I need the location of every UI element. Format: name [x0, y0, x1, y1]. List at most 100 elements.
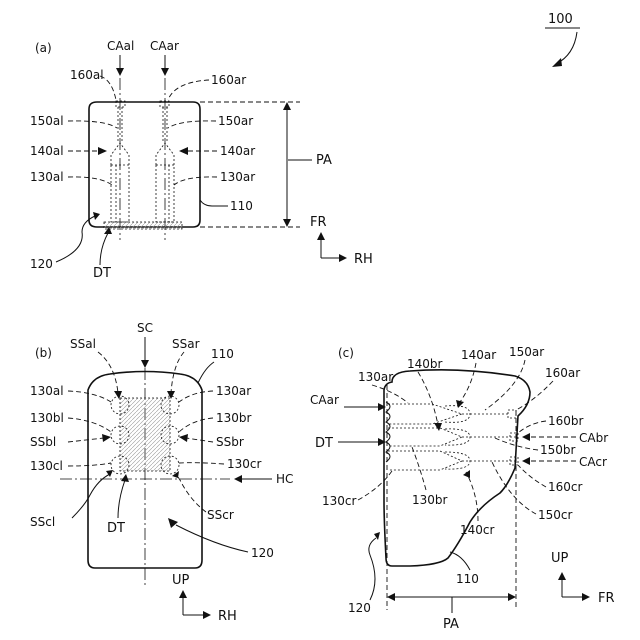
panel-c-nozzle-b — [388, 428, 518, 446]
panel-b-leader-ssbr — [186, 438, 213, 442]
panel-b-label-dt: DT — [107, 521, 125, 536]
panel-c-label-120: 120 — [348, 601, 371, 615]
panel-c-label-130ar: 130ar — [358, 370, 393, 384]
panel-a-dimension-pa-top — [283, 102, 291, 110]
panel-c-axis-label-up: UP — [551, 551, 569, 566]
panel-c-label-cacr: CAcr — [579, 455, 607, 469]
panel-c-axes: UP FR — [551, 551, 615, 606]
panel-a-plate-dt — [104, 222, 182, 229]
panel-a-label-caal: CAal — [107, 39, 134, 53]
panel-a-label-pa: PA — [316, 153, 332, 168]
panel-a-leader-150al — [68, 121, 117, 128]
panel-b-label-ssbl: SSbl — [30, 435, 56, 449]
panel-c-nozzle-c — [388, 451, 518, 470]
panel-a-leader-dt — [100, 233, 108, 265]
panel-a-leader-110 — [200, 200, 228, 206]
panel-b-arrowhead-surface — [168, 518, 178, 528]
panel-b-leader-110 — [198, 362, 214, 383]
panel-a-arrowhead-caal — [116, 68, 124, 76]
panel-c-label-140cr: 140cr — [460, 523, 495, 537]
panel-a-leader-150ar — [168, 121, 216, 128]
panel-c-leader-110 — [450, 552, 470, 570]
panel-b-axes: UP RH — [172, 573, 237, 624]
panel-c-label-150ar: 150ar — [509, 345, 544, 359]
panel-b-arrowhead-hc — [234, 475, 242, 483]
panel-c-label-pa: PA — [443, 617, 459, 632]
panel-c-dimension-pa-left — [387, 593, 395, 601]
panel-b-axis-label-rh: RH — [218, 609, 237, 624]
panel-a-label-130al: 130al — [30, 170, 64, 184]
panel-b-arrowhead-dt — [121, 474, 129, 482]
panel-b-axis-label-up: UP — [172, 573, 190, 588]
panel-c-label-160cr: 160cr — [548, 480, 583, 494]
panel-a-arrowhead-140ar — [179, 147, 188, 155]
panel-a-label-dt: DT — [93, 266, 111, 281]
panel-c-label-130br: 130br — [412, 493, 448, 507]
panel-c-leader-140ar — [460, 363, 476, 402]
panel-a-label-150al: 150al — [30, 114, 64, 128]
panel-a-label-160ar: 160ar — [211, 73, 246, 87]
panel-c-leader-130br — [412, 447, 426, 490]
panel-a-label-caar: CAar — [150, 39, 179, 53]
panel-b-leader-ssbl — [68, 438, 104, 442]
panel-a-axis-label-fr: FR — [310, 215, 327, 230]
panel-b-leader-dt — [118, 480, 125, 518]
panel-b-leader-130ar — [179, 391, 213, 402]
panel-c-label-caar: CAar — [310, 393, 339, 407]
panel-b-leader-130br — [179, 418, 213, 432]
panel-c-label-130cr: 130cr — [322, 494, 357, 508]
panel-c-leader-160cr — [518, 465, 546, 487]
panel-b-label-130cr: 130cr — [227, 457, 262, 471]
panel-a-dimension-pa-bottom — [283, 219, 291, 227]
panel-c-leader-140br — [418, 372, 438, 425]
panel-b-leader-130al — [68, 391, 111, 402]
panel-c-body-130ar — [388, 404, 462, 424]
panel-a: (a) CAal CAar — [30, 39, 373, 281]
panel-c-label-160ar: 160ar — [545, 366, 580, 380]
panel-c-arrowhead-cabr — [522, 433, 530, 441]
panel-b-leader-120 — [176, 525, 248, 552]
panel-a-body-outline — [89, 102, 200, 227]
panel-c: (c) 140br — [310, 345, 615, 632]
panel-b-label-sscl: SScl — [30, 515, 55, 529]
panel-b-label-130al: 130al — [30, 384, 64, 398]
panel-a-arrowhead-120 — [93, 212, 100, 220]
panel-a-axis-label-rh: RH — [354, 252, 373, 267]
panel-b-label-ssal: SSal — [70, 337, 96, 351]
panel-c-arrowhead-140br — [434, 423, 442, 431]
panel-c-arrowhead-cacr — [522, 457, 530, 465]
figure-number-group: 100 — [545, 12, 580, 67]
panel-c-axis-fr-arrow — [582, 593, 590, 601]
panel-c-label-cabr: CAbr — [579, 431, 608, 445]
panel-c-arrowhead-140cr — [463, 470, 470, 478]
panel-a-arrowhead-caar — [161, 68, 169, 76]
panel-c-leader-160br — [518, 421, 546, 433]
panel-b-tag: (b) — [35, 346, 52, 360]
panel-a-arrowhead-140al — [98, 147, 107, 155]
panel-b-label-130cl: 130cl — [30, 459, 63, 473]
panel-c-tag: (c) — [338, 346, 354, 360]
panel-c-body-outline — [384, 370, 530, 566]
panel-a-axis-fr-arrow — [317, 232, 325, 240]
panel-a-leader-130al — [68, 177, 112, 185]
panel-a-leader-130ar — [174, 177, 217, 185]
panel-c-nozzle-a — [388, 404, 516, 424]
panel-b-leader-130bl — [68, 418, 111, 432]
panel-a-label-130ar: 130ar — [220, 170, 255, 184]
panel-b-label-120: 120 — [251, 546, 274, 560]
panel-b-label-110: 110 — [211, 347, 234, 361]
panel-a-leader-160ar — [168, 80, 209, 100]
panel-c-leader-150ar — [485, 360, 525, 410]
panel-a-label-150ar: 150ar — [218, 114, 253, 128]
panel-c-cap-160ar — [508, 410, 516, 418]
panel-a-axes: FR RH — [310, 215, 373, 267]
panel-a-label-140al: 140al — [30, 144, 64, 158]
panel-b: (b) SC SSal SSar 110 130al 130bl — [30, 321, 293, 624]
panel-b-leader-130cl — [68, 463, 111, 466]
panel-b-arrowhead-ssbr — [179, 434, 188, 442]
panel-b-axis-up-arrow — [179, 590, 187, 598]
panel-c-leader-130ar — [372, 385, 408, 403]
panel-b-axis-rh-arrow — [203, 611, 211, 619]
panel-b-label-130bl: 130bl — [30, 411, 64, 425]
panel-c-dimension-pa-right — [508, 593, 516, 601]
